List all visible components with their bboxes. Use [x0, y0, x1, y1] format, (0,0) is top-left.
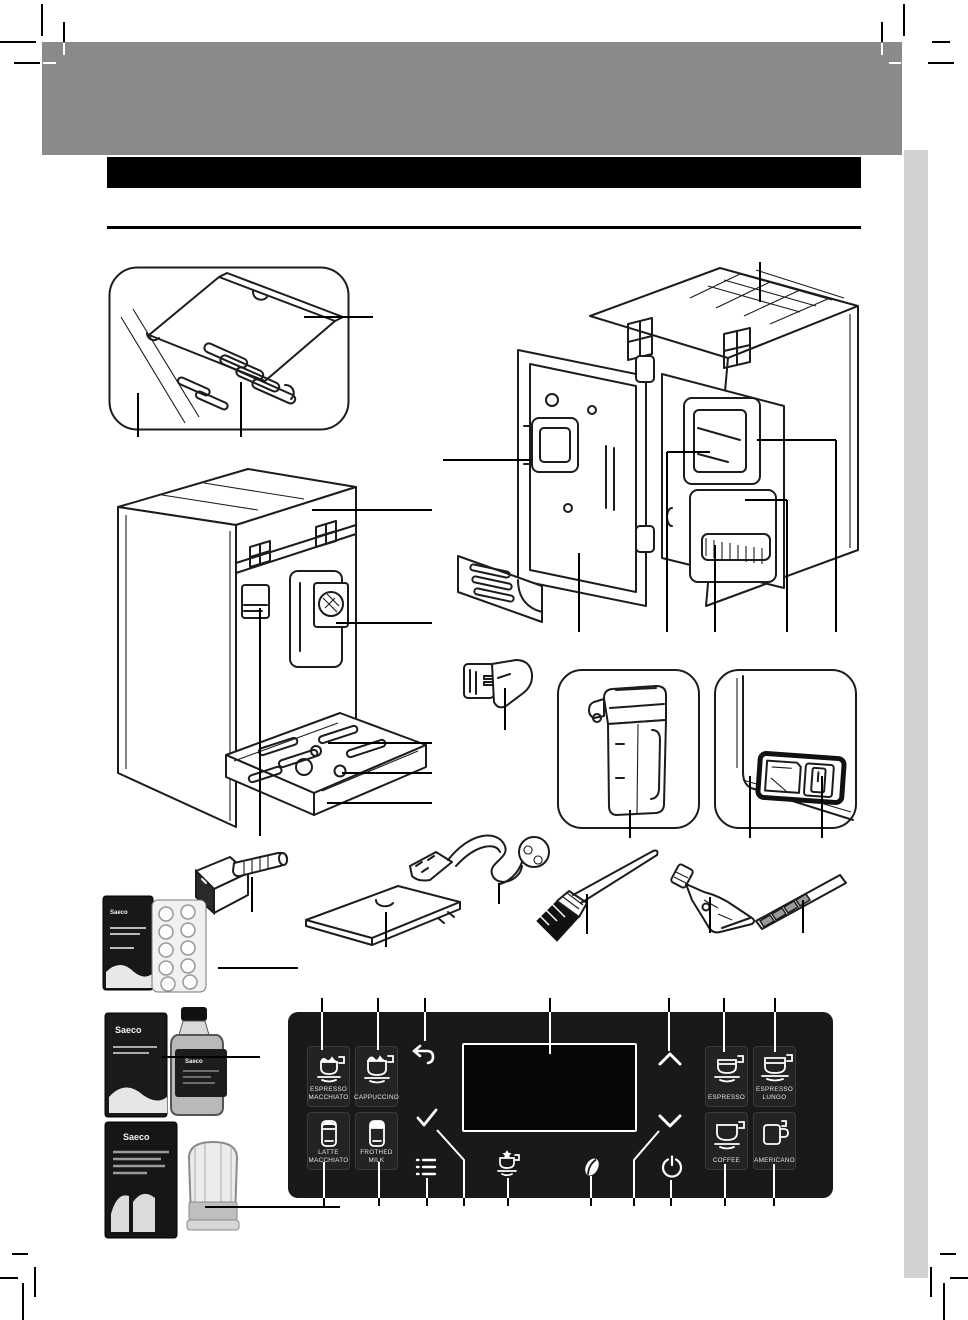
menu-list-icon [413, 1154, 439, 1180]
filter-box-logo: Saeco [123, 1132, 150, 1142]
coffee-machine-front-figure [117, 468, 427, 828]
oil-remover-tablets-figure: Saeco [102, 895, 207, 993]
americano-button: AMERICANO [753, 1112, 796, 1170]
standby-power-icon [659, 1154, 685, 1180]
descaler-bottle-logo: Saeco [185, 1059, 203, 1065]
special-drink-icon [495, 1150, 521, 1177]
espresso-lungo-cup-icon [760, 1054, 793, 1082]
back-icon [411, 1042, 437, 1068]
machine-display [462, 1043, 637, 1132]
drink-button-label: COFFEE [712, 1156, 741, 1164]
drink-button-label: LATTE MACCHIATO [308, 1149, 349, 1165]
descaler-figure: Saeco Saeco [104, 1007, 227, 1118]
header-band [42, 42, 902, 155]
horizontal-rule [107, 226, 861, 229]
drink-button-label: FROTHED MILK [360, 1149, 393, 1165]
americano-mug-icon [762, 1120, 789, 1145]
section-title-bar [107, 157, 861, 188]
espresso-lungo-button: ESPRESSO LUNGO [753, 1046, 796, 1107]
page-edge-strip [904, 150, 928, 1278]
water-test-strip-figure [755, 874, 847, 930]
grease-tube-figure [670, 863, 755, 934]
down-arrow-icon [657, 1108, 683, 1134]
dispensing-spout-part-figure [463, 659, 534, 709]
espresso-cup-icon [713, 1055, 744, 1083]
coffee-cup-icon [713, 1121, 745, 1150]
frothed-milk-button: FROTHED MILK [355, 1112, 398, 1170]
drink-button-label: ESPRESSO LUNGO [755, 1085, 794, 1101]
descaler-box-logo: Saeco [115, 1025, 142, 1035]
drip-tray-inset-figure [108, 266, 350, 431]
water-filter-figure: Saeco [104, 1121, 240, 1239]
drink-button-label: AMERICANO [754, 1156, 795, 1164]
coffee-button: COFFEE [705, 1112, 748, 1170]
frothed-milk-glass-icon [368, 1120, 385, 1147]
drink-button-label: CAPPUCCINO [354, 1093, 399, 1101]
coffee-machine-open-figure [457, 267, 859, 623]
ok-check-icon [414, 1105, 440, 1131]
cleaning-brush-figure [536, 849, 659, 942]
control-panel-figure: ESPRESSO MACCHIATO CAPPUCCINO [288, 1012, 833, 1198]
cappuccino-cup-icon [363, 1055, 394, 1084]
cappuccino-button: CAPPUCCINO [354, 1046, 399, 1107]
coffee-bean-icon [579, 1154, 605, 1180]
drink-button-label: ESPRESSO MACCHIATO [308, 1085, 349, 1101]
espresso-macchiato-button: ESPRESSO MACCHIATO [307, 1046, 350, 1107]
power-socket-inset-figure [714, 669, 857, 829]
latte-macchiato-glass-icon [320, 1120, 337, 1147]
milk-carafe-inset-figure [557, 669, 700, 829]
drink-button-label: ESPRESSO [707, 1093, 746, 1101]
tablets-box-logo: Saeco [110, 910, 128, 916]
espresso-macchiato-cup-icon [316, 1056, 345, 1083]
latte-macchiato-button: LATTE MACCHIATO [307, 1112, 350, 1170]
up-arrow-icon [657, 1046, 683, 1072]
espresso-button: ESPRESSO [705, 1046, 748, 1107]
